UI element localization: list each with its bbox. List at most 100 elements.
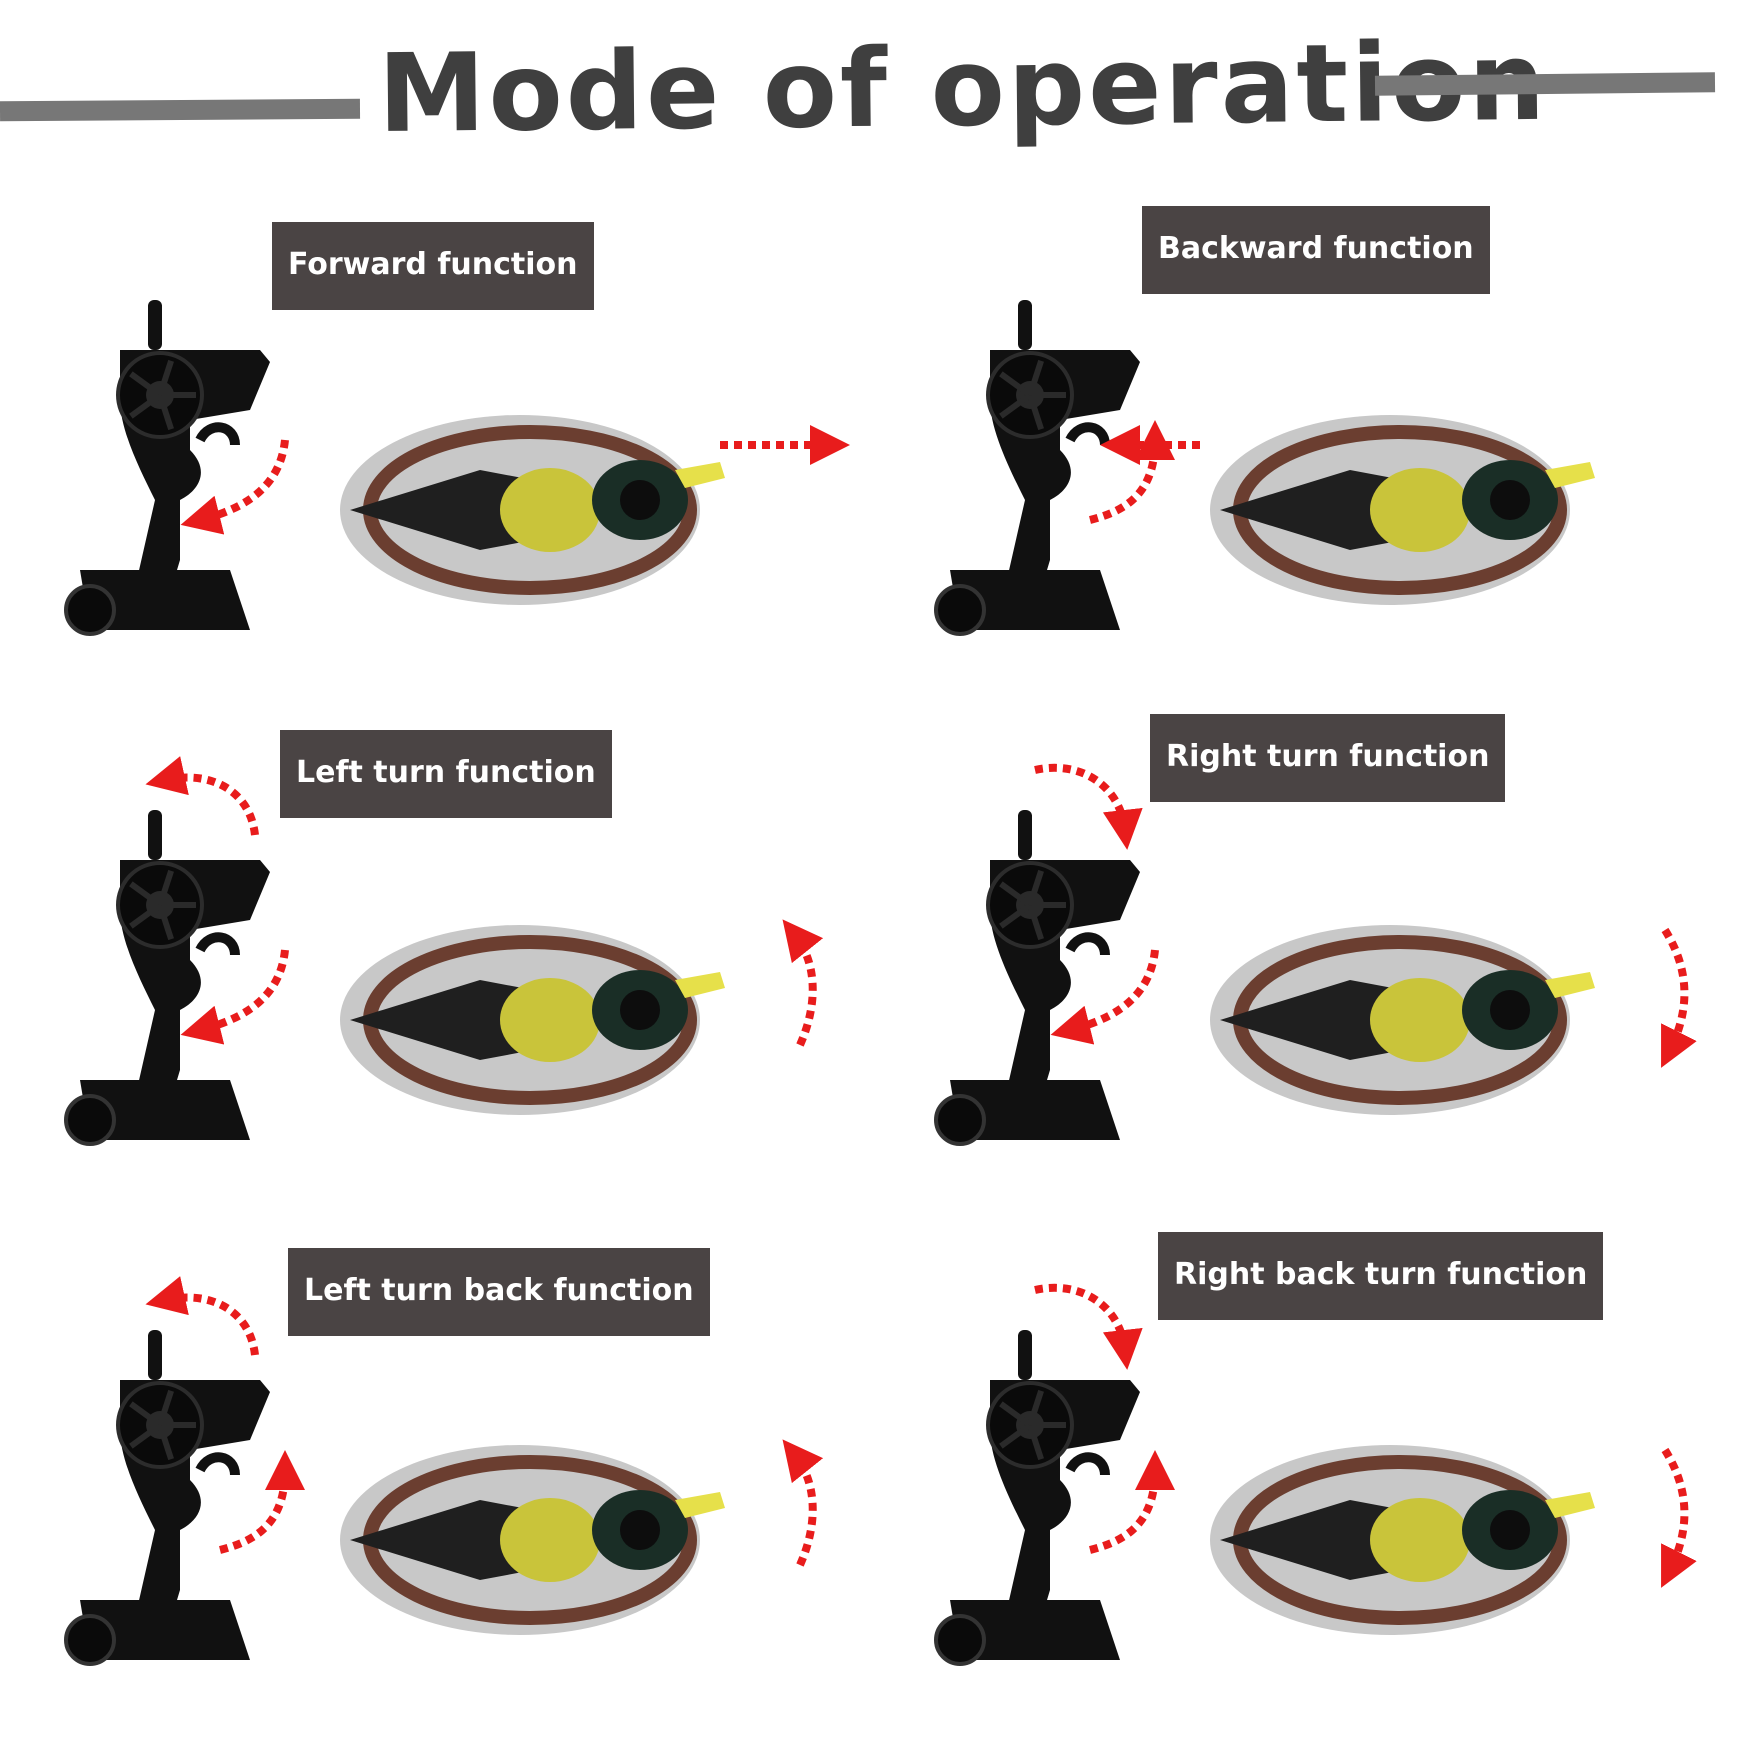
trigger (195, 1452, 240, 1476)
wheel-spoke (157, 1389, 174, 1426)
remote-stand (80, 1600, 250, 1660)
duck-bill (1545, 462, 1595, 488)
antenna (148, 300, 162, 350)
duck-head-dome (620, 1510, 660, 1550)
panel-backward: Backward function (870, 190, 1740, 710)
stand-knob (64, 1094, 116, 1146)
antenna (1018, 810, 1032, 860)
antenna (148, 810, 162, 860)
right-back-turn-scene (934, 1283, 1697, 1666)
trigger-push-arrow (1089, 420, 1175, 524)
wheel-spoke (1027, 394, 1044, 431)
title-rule-right (1374, 72, 1716, 96)
steer-left-arrow (145, 756, 259, 836)
duck-decoy (1210, 1445, 1595, 1635)
duck-wing-pattern (1370, 978, 1470, 1062)
duck-turn-down-arrow (1661, 927, 1697, 1068)
duck-decoy (340, 925, 725, 1115)
trigger-push-arrow (1089, 1450, 1175, 1554)
stand-knob (64, 1614, 116, 1666)
wheel-spoke (129, 371, 162, 398)
stand-knob (934, 584, 986, 636)
trigger (195, 932, 240, 956)
duck-bill (675, 462, 725, 488)
remote-stand (950, 570, 1120, 630)
wheel-spoke (157, 1424, 174, 1461)
wheel-spoke (1027, 869, 1044, 906)
stand-knob (64, 584, 116, 636)
panel-label: Right back turn function (1158, 1232, 1604, 1320)
duck-bill (1545, 972, 1595, 998)
wheel-spoke (999, 1401, 1032, 1428)
trigger-pull-arrow (180, 949, 289, 1045)
wheel-spoke (1027, 1424, 1044, 1461)
wheel-spoke (1027, 904, 1044, 941)
steer-left-arrow (145, 1276, 259, 1356)
panel-right-back-turn: Right back turn function (870, 1220, 1740, 1740)
panel-left-turn-back: Left turn back function (0, 1220, 870, 1740)
duck-head-dome (1490, 990, 1530, 1030)
duck-wing-pattern (500, 1498, 600, 1582)
duck-head-dome (1490, 480, 1530, 520)
panel-label: Right turn function (1150, 714, 1506, 802)
duck-bill (675, 972, 725, 998)
trigger-pull-arrow (1050, 949, 1159, 1045)
panel-label: Forward function (272, 222, 594, 310)
remote-controller (64, 300, 270, 636)
panel-forward: Forward function (0, 190, 870, 710)
wheel-spoke (129, 881, 162, 908)
wheel-spoke (999, 371, 1032, 398)
wheel-spoke (1027, 359, 1044, 396)
duck-turn-up-arrow (782, 1439, 824, 1567)
stand-knob (934, 1614, 986, 1666)
duck-decoy (1210, 925, 1595, 1115)
title-rule-left (0, 98, 361, 122)
remote-controller (64, 1330, 270, 1666)
duck-decoy (340, 415, 725, 605)
left-turn-back-scene (64, 1276, 824, 1666)
right-turn-scene (934, 763, 1697, 1146)
left-turn-scene (64, 756, 824, 1146)
steer-right-arrow (1034, 763, 1143, 850)
wheel-spoke (999, 902, 1032, 929)
page-title: Mode of operation (377, 19, 1549, 157)
duck-decoy (1210, 415, 1595, 605)
duck-head-dome (1490, 1510, 1530, 1550)
remote-controller (934, 1330, 1140, 1666)
duck-turn-down-arrow (1661, 1447, 1697, 1588)
duck-turn-up-arrow (782, 919, 824, 1047)
wheel-spoke (129, 902, 162, 929)
header: Mode of operation (0, 0, 1741, 170)
duck-head-dome (620, 990, 660, 1030)
wheel-spoke (999, 392, 1032, 419)
antenna (148, 1330, 162, 1380)
remote-stand (80, 570, 250, 630)
trigger (195, 422, 240, 446)
panel-label: Backward function (1142, 206, 1490, 294)
duck-wing-pattern (1370, 1498, 1470, 1582)
duck-wing-pattern (500, 468, 600, 552)
duck-wing-pattern (1370, 468, 1470, 552)
remote-controller (934, 810, 1140, 1146)
remote-stand (950, 1080, 1120, 1140)
duck-head-dome (620, 480, 660, 520)
wheel-spoke (129, 1422, 162, 1449)
wheel-spoke (157, 359, 174, 396)
wheel-spoke (999, 881, 1032, 908)
panel-right-turn: Right turn function (870, 700, 1740, 1220)
steer-right-arrow (1034, 1283, 1143, 1370)
trigger-pull-arrow (180, 439, 289, 535)
antenna (1018, 300, 1032, 350)
duck-bill (1545, 1492, 1595, 1518)
duck-wing-pattern (500, 978, 600, 1062)
trigger (1065, 1452, 1110, 1476)
remote-controller (64, 810, 270, 1146)
panel-left-turn: Left turn function (0, 700, 870, 1220)
trigger (1065, 932, 1110, 956)
remote-stand (950, 1600, 1120, 1660)
remote-controller (934, 300, 1140, 636)
backward-scene (934, 300, 1595, 636)
wheel-spoke (999, 1422, 1032, 1449)
duck-decoy (340, 1445, 725, 1635)
wheel-spoke (157, 869, 174, 906)
